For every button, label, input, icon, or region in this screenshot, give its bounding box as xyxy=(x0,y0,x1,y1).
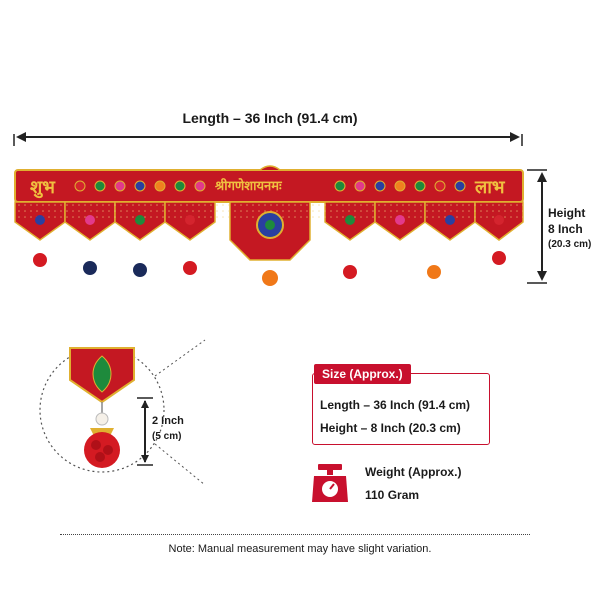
length-arrow xyxy=(13,132,523,146)
banner-text-center: श्रीगणेशायनमः xyxy=(214,178,283,194)
banner-text-right: लाभ xyxy=(474,177,506,198)
size-tag: Size (Approx.) xyxy=(314,364,411,384)
size-height: Height – 8 Inch (20.3 cm) xyxy=(320,421,461,435)
height-arrow xyxy=(527,169,547,284)
length-label: Length – 36 Inch (91.4 cm) xyxy=(182,110,358,126)
tassel-height-arrow xyxy=(137,397,153,466)
note-text: Note: Manual measurement may have slight… xyxy=(168,543,432,555)
divider xyxy=(60,534,530,535)
weight-title: Weight (Approx.) xyxy=(365,465,462,479)
height-label: Height 8 Inch (20.3 cm) xyxy=(548,206,592,250)
size-length: Length – 36 Inch (91.4 cm) xyxy=(320,398,471,412)
toran-banner-image: शुभ श्रीगणेशायनमः लाभ xyxy=(14,165,524,286)
tassel-zoom-image xyxy=(39,339,206,486)
tassel-label: 2 Inch (5 cm) xyxy=(152,415,184,442)
weight-value: 110 Gram xyxy=(365,488,420,502)
scale-icon xyxy=(312,464,348,502)
banner-text-left: शुभ xyxy=(30,177,56,199)
